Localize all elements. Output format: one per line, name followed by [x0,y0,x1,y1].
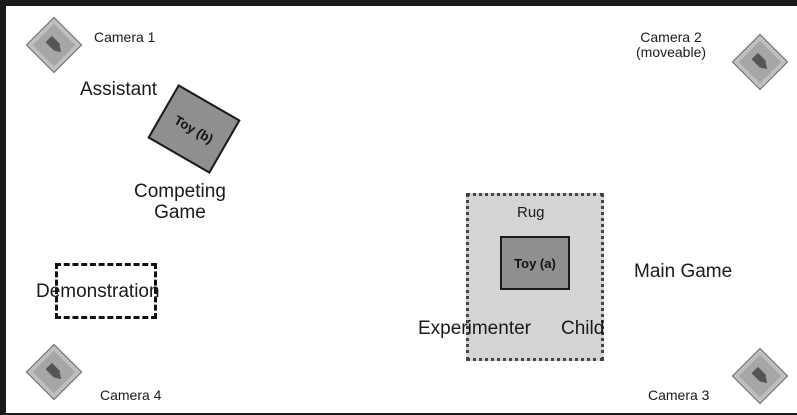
demonstration-area [55,263,157,319]
camera-3-label: Camera 3 [648,387,710,403]
rug-area [466,193,604,361]
camera-2-label-line: Camera 2 [640,29,702,45]
camera-2-label-line: (moveable) [636,44,707,61]
toy-a: Toy (a) [500,236,570,290]
camera-2-label: Camera 2 (moveable) [636,29,707,61]
rug-label: Rug [517,204,545,221]
toy-a-label: Toy (a) [514,255,556,271]
camera-1-label: Camera 1 [94,29,156,45]
child-label: Child [561,318,605,339]
main-game-label: Main Game [634,261,733,282]
toy-b-label: Toy (b) [171,111,217,147]
competing-game-line: Game [154,201,206,223]
demonstration-label: Demonstration [36,281,160,302]
competing-game-line: Competing [134,181,226,202]
camera-4-label: Camera 4 [100,387,162,403]
competing-game-label: Competing Game [134,181,226,224]
assistant-label: Assistant [80,79,158,100]
experimenter-label: Experimenter [418,318,531,339]
